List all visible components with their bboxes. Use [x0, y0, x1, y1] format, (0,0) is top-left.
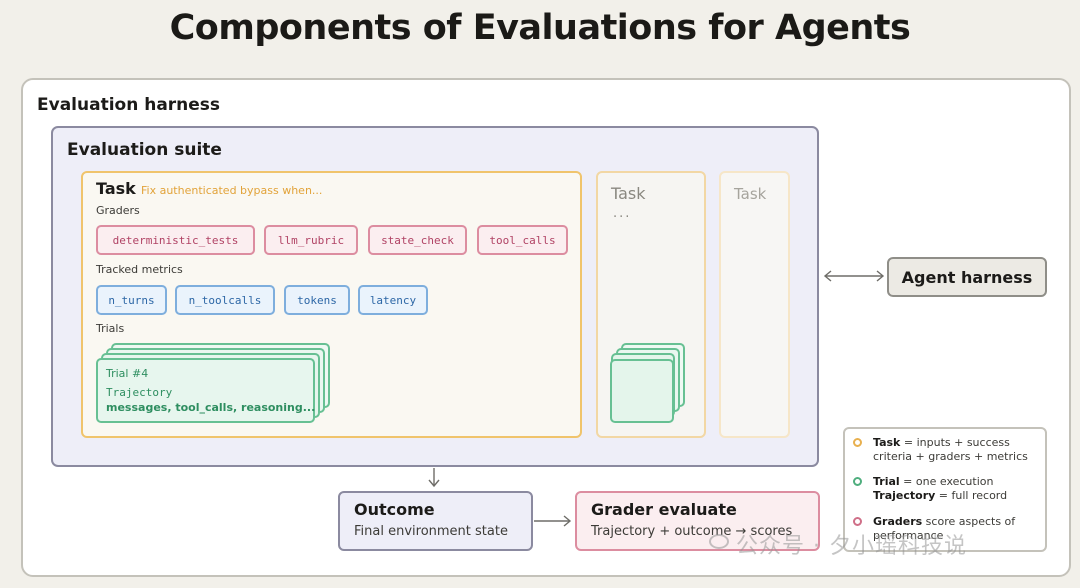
- grader-evaluate-title: Grader evaluate: [591, 500, 737, 519]
- evaluation-suite-label: Evaluation suite: [67, 140, 222, 160]
- legend-task-dot-icon: [853, 438, 862, 447]
- legend-item-task: Task = inputs + success criteria + grade…: [873, 436, 1041, 464]
- legend-trial-dot-icon: [853, 477, 862, 486]
- legend-term: Task: [873, 436, 901, 449]
- task-title: Task: [611, 184, 646, 203]
- suite-to-outcome-arrowhead: [428, 479, 440, 488]
- grader-chip: state_check: [368, 225, 467, 255]
- outcome-box: [338, 491, 533, 551]
- watermark: 公众号 · 夕小瑶科技说: [736, 534, 967, 559]
- grader-evaluate-box: [575, 491, 820, 551]
- task-title: Task: [734, 185, 767, 203]
- graders-label: Graders: [96, 204, 140, 217]
- task-title: Task: [96, 179, 136, 198]
- evaluation-harness-label: Evaluation harness: [37, 95, 221, 115]
- task-subtitle: Fix authenticated bypass when...: [141, 184, 323, 197]
- task-ellipsis: ...: [613, 206, 632, 221]
- page-title: Components of Evaluations for Agents: [169, 8, 911, 48]
- legend-term: Trial: [873, 475, 900, 488]
- grader-chip: llm_rubric: [264, 225, 358, 255]
- outcome-subtitle: Final environment state: [354, 524, 508, 539]
- legend-item-trial: Trial = one execution Trajectory = full …: [873, 475, 1041, 503]
- legend-text: = full record: [935, 489, 1008, 502]
- agent-harness-box: Agent harness: [887, 257, 1047, 297]
- metric-chip: tokens: [284, 285, 350, 315]
- wechat-icon: [709, 534, 729, 549]
- legend-graders-dot-icon: [853, 517, 862, 526]
- legend: [843, 427, 1047, 552]
- legend-term: Graders: [873, 515, 923, 528]
- grader-chip: tool_calls: [477, 225, 568, 255]
- suite-agent-arrowhead-left: [823, 270, 832, 282]
- legend-text: = inputs + success criteria + graders + …: [873, 436, 1028, 463]
- outcome-title: Outcome: [354, 500, 435, 519]
- task-card-tertiary: [719, 171, 790, 438]
- trial-card: [610, 359, 674, 423]
- outcome-to-grader-arrowhead: [563, 515, 572, 527]
- legend-text: = one execution: [899, 475, 994, 488]
- metric-chip: n_toolcalls: [175, 285, 275, 315]
- tracked-metrics-label: Tracked metrics: [96, 263, 183, 276]
- grader-chip: deterministic_tests: [96, 225, 255, 255]
- trial-trajectory-detail: messages, tool_calls, reasoning...: [106, 401, 316, 414]
- trial-card: [96, 358, 315, 423]
- trial-name: Trial #4: [106, 367, 149, 380]
- metric-chip: latency: [358, 285, 428, 315]
- grader-evaluate-subtitle: Trajectory + outcome → scores: [591, 524, 793, 539]
- trial-trajectory-label: Trajectory: [106, 386, 173, 399]
- legend-item-graders: Graders score aspects of performance: [873, 515, 1041, 543]
- trials-label: Trials: [96, 322, 125, 335]
- metric-chip: n_turns: [96, 285, 167, 315]
- legend-text: score aspects of performance: [873, 515, 1016, 542]
- suite-agent-arrowhead-right: [876, 270, 885, 282]
- legend-term: Trajectory: [873, 489, 936, 502]
